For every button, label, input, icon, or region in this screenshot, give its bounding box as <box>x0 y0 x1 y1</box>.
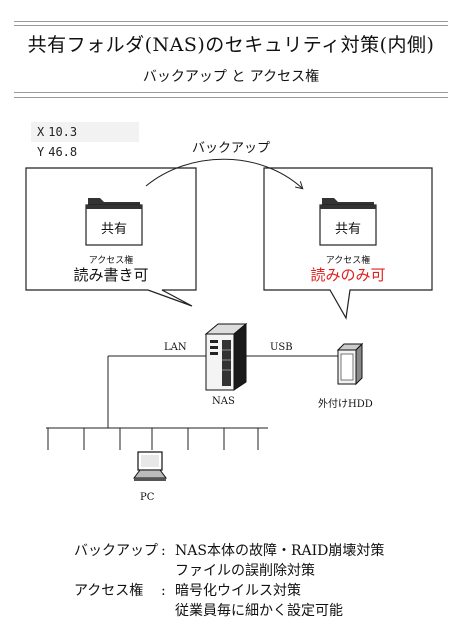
coord-x-label: X <box>37 125 45 139</box>
mid-rule-2 <box>14 97 448 98</box>
left-perm-caption: アクセス権 <box>88 256 134 266</box>
pc-label: PC <box>140 492 155 503</box>
left-perm-value: 読み書き可 <box>73 266 149 284</box>
coord-y-label: Y <box>37 145 45 159</box>
right-folder-label: 共有 <box>334 222 361 237</box>
top-rule-2 <box>14 25 448 26</box>
backup-reason-2: ファイルの誤削除対策 <box>175 563 315 579</box>
backup-term: バックアップ <box>74 543 158 559</box>
right-perm-value: 読みのみ可 <box>310 266 386 284</box>
usb-label: USB <box>270 342 293 353</box>
coord-x-value: 10.3 <box>48 125 78 139</box>
mid-rule-1 <box>14 92 448 93</box>
lan-label: LAN <box>164 342 187 353</box>
external-hdd-icon <box>336 342 364 386</box>
backup-arrow-label: バックアップ <box>192 141 271 156</box>
nas-server-icon <box>204 322 248 391</box>
access-term: アクセス権 <box>74 583 144 599</box>
access-reason-2: 従業員毎に細かく設定可能 <box>175 603 343 619</box>
backup-arrow <box>145 158 302 188</box>
top-rule-1 <box>14 21 448 22</box>
hdd-label: 外付けHDD <box>318 399 373 410</box>
folder-icon-right <box>319 198 377 246</box>
coord-y-value: 46.8 <box>48 145 78 159</box>
page-subtitle: バックアップ と アクセス権 <box>142 69 320 85</box>
page-title: 共有フォルダ(NAS)のセキュリティ対策(内側) <box>27 34 435 56</box>
backup-colon: : <box>161 543 166 559</box>
nas-label: NAS <box>212 396 235 407</box>
access-colon: : <box>161 583 166 599</box>
bus-drops <box>47 428 259 450</box>
laptop-icon <box>133 451 167 481</box>
left-folder-label: 共有 <box>100 222 127 237</box>
access-reason-1: 暗号化ウイルス対策 <box>175 583 301 599</box>
right-perm-caption: アクセス権 <box>325 256 371 266</box>
backup-reason-1: NAS本体の故障・RAID崩壊対策 <box>175 543 385 559</box>
folder-icon-left <box>85 198 143 246</box>
